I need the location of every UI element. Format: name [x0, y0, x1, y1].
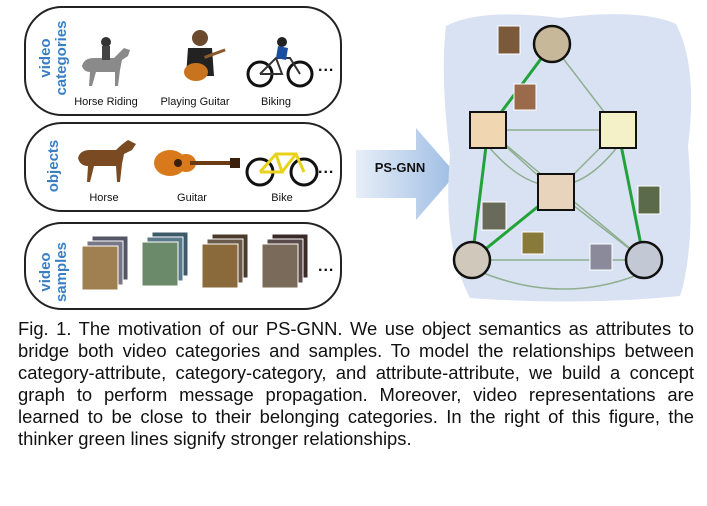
edge-strong — [470, 129, 490, 261]
horse-icon — [78, 140, 136, 182]
categories-more: ... — [318, 58, 335, 75]
video-sample-stack-4 — [261, 233, 309, 289]
sample-thumb — [521, 231, 545, 255]
biking-icon — [246, 37, 314, 88]
biking-label: Biking — [261, 96, 291, 108]
sample-thumb — [589, 243, 613, 271]
video-samples-label: video samples — [37, 232, 70, 312]
bike-icon — [245, 152, 319, 187]
node-biking — [624, 240, 664, 280]
ps-gnn-label: PS-GNN — [374, 160, 426, 175]
node-horse-riding — [452, 240, 492, 280]
sample-thumb — [481, 201, 507, 231]
edge-weak — [475, 269, 641, 290]
edge-strong — [616, 129, 646, 261]
samples-more: ... — [318, 258, 335, 275]
concept-graph — [443, 14, 692, 302]
video-categories-label-text: video categories — [37, 20, 70, 96]
horse-riding-icon — [82, 37, 130, 86]
node-guitar — [469, 111, 507, 149]
video-categories-label: video categories — [37, 16, 70, 100]
node-horse — [537, 173, 575, 211]
objects-label-text: objects — [45, 139, 62, 193]
playing-guitar-icon — [184, 30, 226, 81]
video-sample-stack-1 — [81, 235, 129, 291]
horse-label: Horse — [89, 192, 119, 204]
objects-more: ... — [318, 160, 335, 177]
video-samples-label-text: video samples — [37, 241, 70, 303]
sample-thumb — [497, 25, 521, 55]
bike-label: Bike — [271, 192, 293, 204]
node-bike — [599, 111, 637, 149]
guitar-label: Guitar — [177, 192, 207, 204]
ps-gnn-arrow: PS-GNN — [356, 128, 456, 220]
video-categories-row — [24, 6, 342, 116]
sample-thumb — [513, 83, 537, 111]
guitar-icon — [154, 150, 240, 176]
objects-label: objects — [45, 128, 62, 204]
horse-riding-label: Horse Riding — [74, 96, 138, 108]
video-sample-stack-3 — [201, 233, 249, 289]
video-sample-stack-2 — [141, 231, 189, 287]
arrow-shape — [356, 128, 456, 220]
playing-guitar-label: Playing Guitar — [160, 96, 230, 108]
sample-thumb — [637, 185, 661, 215]
node-playing-guitar — [532, 24, 572, 64]
figure-caption: Fig. 1. The motivation of our PS-GNN. We… — [18, 318, 694, 449]
